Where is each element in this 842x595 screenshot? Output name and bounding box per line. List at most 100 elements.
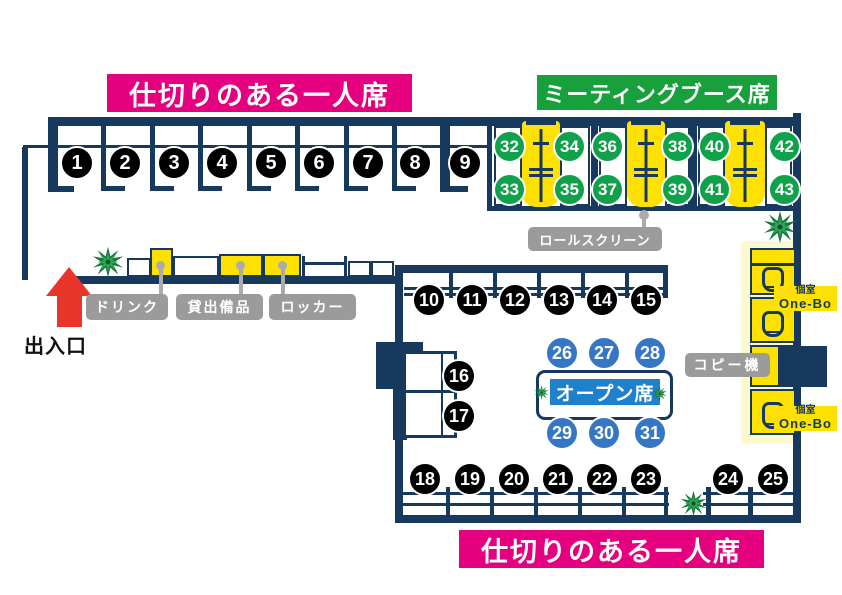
chair-icon	[762, 267, 784, 292]
counter-unit	[127, 258, 151, 277]
counter-rail-end	[302, 256, 305, 278]
seat-17: 17	[442, 399, 476, 433]
booth-table-crossbar	[529, 168, 553, 171]
plant-icon	[680, 490, 707, 517]
desk-foot	[198, 186, 222, 191]
booth-separator	[591, 121, 598, 207]
booth-table-clip	[631, 118, 661, 125]
mid-desk-top-bar	[395, 265, 668, 273]
entrance-arrow-icon	[46, 267, 92, 296]
onebo-label: 個室 One-Bo	[774, 286, 837, 311]
seat-14: 14	[585, 283, 619, 317]
seat-16: 16	[442, 359, 476, 393]
onebo-label-type: 個室	[795, 285, 816, 297]
pointer-line	[239, 266, 243, 295]
booth-table-crossbar	[529, 174, 553, 177]
booth-table-leg	[743, 129, 747, 202]
desk-divider	[101, 126, 106, 187]
seat-43: 43	[768, 173, 801, 206]
seat-23: 23	[629, 462, 663, 496]
desk-back-line-top-row	[23, 145, 487, 148]
seat-31: 31	[633, 416, 667, 450]
pointer-line	[159, 266, 163, 295]
desk-divider	[247, 126, 252, 187]
seat-10: 10	[412, 283, 446, 317]
seat-37: 37	[591, 173, 624, 206]
seat-38: 38	[661, 130, 694, 163]
desk-foot	[150, 186, 174, 191]
desk-divider	[663, 273, 668, 298]
pointer-line	[642, 218, 646, 229]
booth-table-leg	[644, 129, 648, 202]
banner-partition-seats-top: 仕切りのある一人席	[107, 74, 412, 112]
desk-divider	[748, 487, 753, 516]
seat-21: 21	[541, 462, 575, 496]
desk-foot	[48, 186, 74, 192]
pointer-dot	[156, 261, 165, 270]
onebo-label-name: One-Bo	[779, 295, 832, 311]
booth-table-crossbar	[533, 142, 549, 145]
seat-19: 19	[453, 462, 487, 496]
booth-separator	[690, 121, 697, 207]
booth-table-crossbar	[638, 142, 654, 145]
seat-33: 33	[493, 173, 526, 206]
counter-bar	[75, 276, 398, 284]
seat-5: 5	[254, 146, 288, 180]
seat-7: 7	[351, 146, 385, 180]
seat-42: 42	[768, 130, 801, 163]
desk-foot	[101, 186, 125, 191]
desk-foot	[440, 186, 468, 192]
booth-table-crossbar	[634, 174, 658, 177]
booth-bottom-line	[487, 206, 793, 211]
copier	[778, 346, 827, 387]
side-table-divider	[441, 354, 443, 435]
side-table-divider	[403, 390, 457, 393]
booth-table-crossbar	[634, 168, 658, 171]
desk-divider	[198, 126, 203, 187]
seat-30: 30	[587, 416, 621, 450]
seat-6: 6	[302, 146, 336, 180]
seat-13: 13	[542, 283, 576, 317]
seat-36: 36	[591, 130, 624, 163]
booth-table-clip	[730, 118, 760, 125]
booth-table-crossbar	[737, 142, 753, 145]
seat-28: 28	[633, 336, 667, 370]
drink-label: ドリンク	[86, 294, 168, 320]
desk-divider	[622, 487, 626, 516]
plant-icon	[652, 386, 667, 401]
plant-icon	[534, 385, 549, 400]
desk-foot	[344, 186, 368, 191]
seat-2: 2	[108, 146, 142, 180]
seat-12: 12	[498, 283, 532, 317]
booth-table	[627, 118, 665, 207]
desk-divider	[392, 126, 397, 187]
lending-label: 貸出備品	[176, 294, 263, 320]
booth-table	[725, 118, 765, 207]
locker-label: ロッカー	[269, 294, 356, 320]
seat-20: 20	[497, 462, 531, 496]
booth-wall-left	[487, 121, 492, 208]
counter-unit	[371, 261, 394, 277]
desk-divider	[581, 273, 585, 298]
desk-front-line	[404, 293, 666, 296]
partition-wall-mid	[440, 117, 450, 192]
desk-foot	[295, 186, 319, 191]
seat-35: 35	[553, 173, 586, 206]
desk-front-line	[703, 492, 793, 495]
desk-divider	[150, 126, 155, 187]
pointer-line	[281, 266, 285, 295]
chair-icon	[762, 311, 784, 337]
seat-29: 29	[545, 416, 579, 450]
seat-15: 15	[629, 283, 663, 317]
seat-8: 8	[398, 146, 432, 180]
desk-divider	[449, 273, 453, 298]
desk-divider	[446, 487, 450, 516]
booth-table-crossbar	[733, 174, 757, 177]
counter-rail-end	[344, 256, 347, 278]
wall-outer-left	[22, 147, 28, 280]
seat-18: 18	[408, 462, 442, 496]
seat-3: 3	[157, 146, 191, 180]
seat-32: 32	[493, 130, 526, 163]
pointer-dot	[639, 210, 649, 220]
